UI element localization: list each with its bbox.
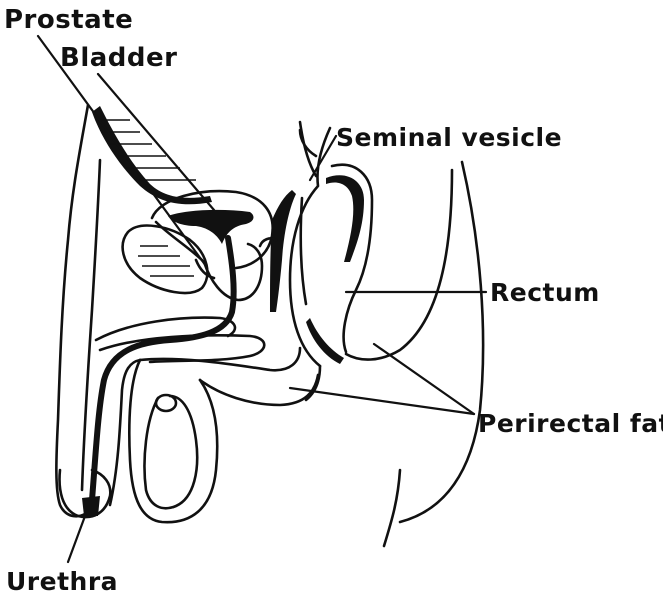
- label-prostate: Prostate: [4, 5, 133, 35]
- leader-perirectal-fat-2: [290, 388, 474, 414]
- leader-perirectal-fat-1: [374, 344, 474, 414]
- label-bladder: Bladder: [60, 43, 177, 73]
- label-urethra: Urethra: [6, 567, 118, 596]
- rectum: [290, 128, 372, 366]
- label-perirectal-fat: Perirectal fat: [478, 409, 663, 438]
- abdominal-wall-shading: [92, 106, 212, 204]
- pubic-bone: [123, 226, 208, 293]
- label-rectum: Rectum: [490, 278, 600, 307]
- leader-lines: [38, 36, 486, 562]
- labels: Prostate Bladder Seminal vesicle Rectum …: [4, 5, 663, 596]
- perineum-outline: [140, 348, 318, 405]
- label-seminal-vesicle: Seminal vesicle: [336, 123, 562, 152]
